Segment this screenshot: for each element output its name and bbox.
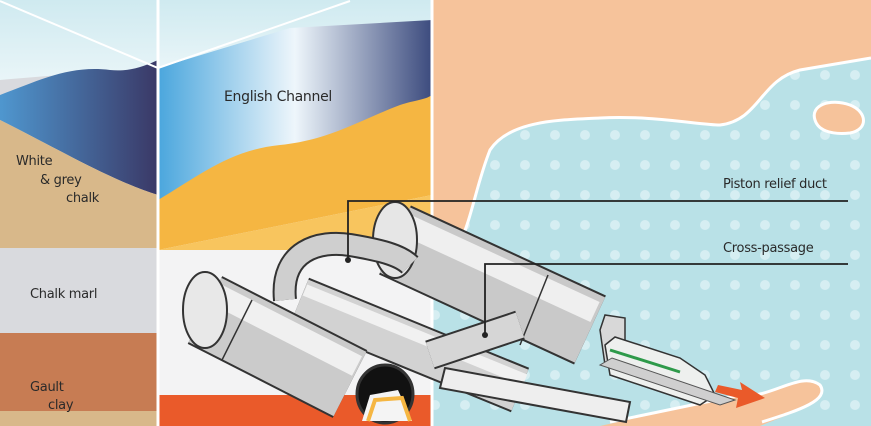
- train: [598, 314, 737, 406]
- chalk-marl-layer: [0, 248, 158, 333]
- tunnel-system: [182, 201, 765, 425]
- sea-layer-left: [0, 60, 158, 195]
- sand-layer: [158, 95, 432, 250]
- cross-passage-leader: [484, 263, 848, 335]
- label-english-channel: English Channel: [224, 89, 332, 105]
- label-white-chalk-line3: chalk: [66, 191, 99, 206]
- label-cross-passage: Cross-passage: [723, 241, 814, 256]
- gault-clay-layer: [0, 333, 158, 411]
- service-tunnel: [290, 277, 632, 424]
- rail-tunnel-front: [182, 271, 415, 425]
- label-piston-relief-duct: Piston relief duct: [723, 177, 827, 192]
- coastline: [431, 56, 871, 282]
- label-white-chalk-line2: & grey: [40, 173, 82, 188]
- label-chalk-marl: Chalk marl: [30, 287, 98, 302]
- direction-arrow-icon: [715, 382, 765, 408]
- geology-left-face: [0, 0, 158, 426]
- cross-passage: [425, 312, 525, 368]
- label-gault-clay-line2: clay: [48, 398, 74, 413]
- label-gault-clay-line1: Gault: [30, 380, 64, 395]
- island: [812, 100, 865, 135]
- train-stripe: [609, 348, 681, 374]
- leader-lines: [345, 200, 848, 338]
- label-white-chalk-line1: White: [16, 154, 53, 169]
- coastline-south: [609, 379, 824, 424]
- piston-relief-duct-leader: [347, 200, 848, 260]
- chalk-layer: [0, 120, 158, 248]
- piston-relief-duct: [274, 233, 418, 301]
